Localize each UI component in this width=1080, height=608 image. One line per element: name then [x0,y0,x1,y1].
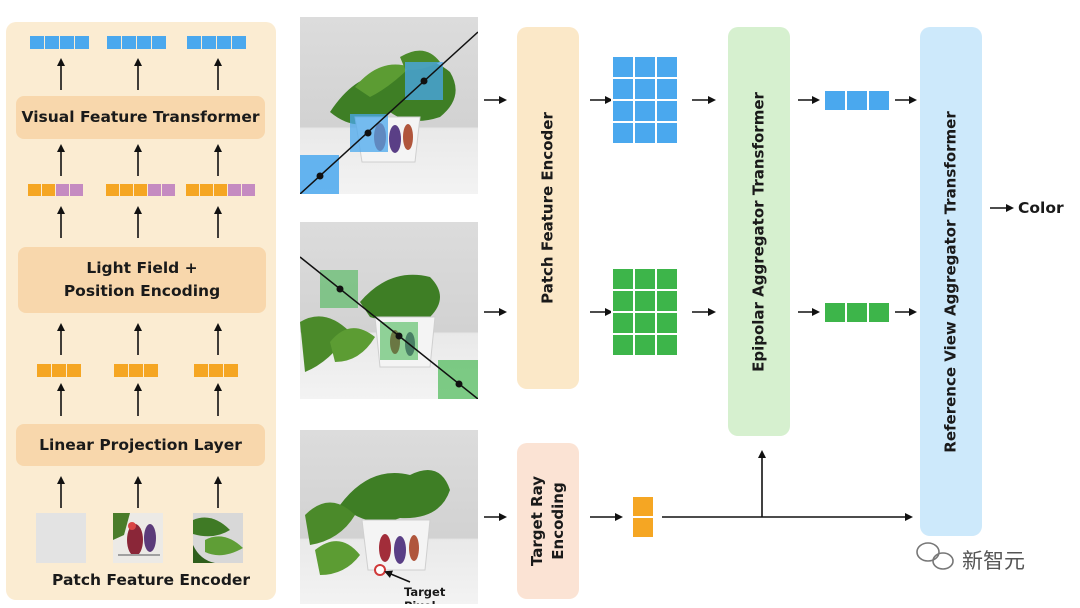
light-field-label-line2: Position Encoding [63,282,221,300]
patch-feature-encoder-box: Patch Feature Encoder [517,27,579,389]
linear-projection-label: Linear Projection Layer [39,435,242,454]
blue-feature-grid [611,55,679,145]
embedding-token-group-3 [186,184,255,196]
target-pixel-label: Target Pixel [404,585,446,604]
watermark-text: 新智元 [962,549,1025,573]
target-ray-token [631,495,655,539]
light-field-encoding-box: Light Field + Position Encoding [18,247,266,313]
output-color-label: Color [1018,199,1064,217]
target-pixel-marker [374,564,386,576]
embedding-token-group-1 [28,184,83,196]
target-ray-encoding-box: Target Ray Encoding [517,443,579,599]
embedding-token-group-2 [106,184,175,196]
reference-image-1 [300,17,478,194]
visual-feature-transformer-label: Visual Feature Transformer [21,108,260,126]
left-panel-graphics [28,36,255,563]
epipolar-aggregator-box: Epipolar Aggregator Transformer [728,27,790,436]
wechat-logo-icon [916,542,954,570]
output-token-group-2 [107,36,166,49]
left-arrows [57,58,222,508]
green-aggregated-tokens [823,301,891,324]
light-field-label-line1: Light Field + [86,259,198,277]
projected-token-group-3 [194,364,238,377]
patch-thumbnail-2 [113,513,163,563]
projected-token-group-1 [37,364,81,377]
reference-image-1-scene [300,31,478,194]
green-feature-grid [611,267,679,357]
reference-image-2-scene [300,256,478,399]
reference-image-2 [300,222,478,399]
visual-feature-transformer-box: Visual Feature Transformer [16,96,265,139]
patch-feature-encoder-caption: Patch Feature Encoder [52,571,251,589]
flow-arrows [484,96,1014,521]
target-image-scene [305,470,450,583]
output-token-group-1 [30,36,89,49]
blue-aggregated-tokens [823,89,891,112]
patch-thumbnail-3 [193,513,243,563]
target-image: Target Pixel [300,430,478,604]
reference-view-aggregator-box: Reference View Aggregator Transformer [920,27,982,536]
patch-thumbnail-1 [36,513,86,563]
output-token-group-3 [187,36,246,49]
projected-token-group-2 [114,364,158,377]
linear-projection-box: Linear Projection Layer [16,424,265,466]
